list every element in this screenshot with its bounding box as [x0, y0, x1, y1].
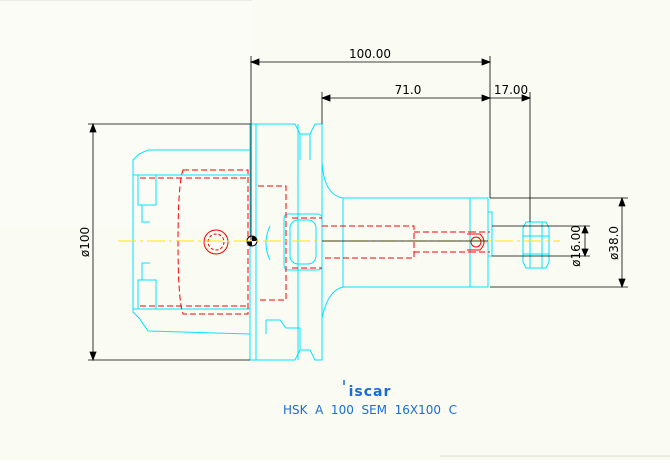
- cross-hole: [203, 229, 229, 255]
- paper-left-panel: [0, 0, 252, 228]
- logo-text: iscar: [349, 384, 392, 400]
- iscar-logo: iscar: [343, 380, 392, 400]
- red-details: [203, 229, 485, 255]
- dim-nose-diameter: ø38.0: [607, 226, 621, 260]
- dimension-lines: [88, 56, 628, 362]
- dim-flange-diameter: ø100: [78, 227, 92, 257]
- part-designation: HSK A 100 SEM 16X100 C: [283, 403, 457, 417]
- dim-nose-length: 17.00: [494, 83, 528, 97]
- dim-overall-length: 100.00: [349, 47, 391, 61]
- dim-bore-diameter: ø16.00: [569, 225, 583, 267]
- dim-gauge-length: 71.0: [395, 83, 422, 97]
- hidden-lines: [140, 169, 490, 315]
